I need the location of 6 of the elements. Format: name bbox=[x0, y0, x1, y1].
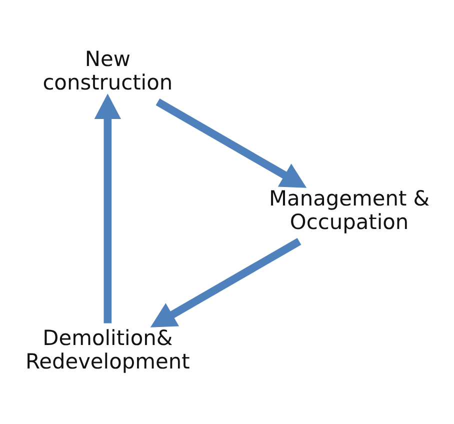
node-text: Management & Occupation bbox=[268, 186, 430, 234]
node-text: Demolition& Redevelopment bbox=[25, 326, 190, 374]
node-text: New construction bbox=[42, 46, 172, 94]
arrow bbox=[150, 238, 301, 327]
arrow bbox=[155, 98, 306, 188]
arrow bbox=[94, 93, 120, 323]
